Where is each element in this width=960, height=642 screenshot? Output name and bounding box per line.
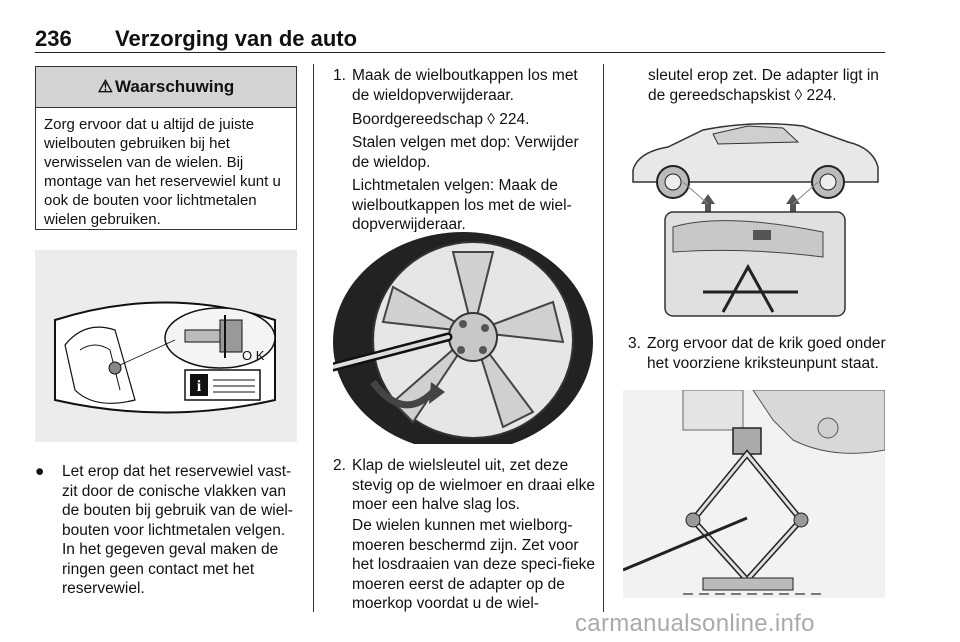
svg-text:i: i — [197, 378, 202, 395]
step-2-text: Klap de wielsleutel uit, zet deze stevig… — [352, 457, 595, 513]
step-1-number: 1. — [333, 67, 346, 84]
warning-header: ⚠ Waarschuwing — [36, 67, 296, 108]
step-3: 3. Zorg ervoor dat de krik goed onder he… — [628, 334, 890, 373]
page-title: Verzorging van de auto — [115, 26, 358, 51]
step-1-reference: Boordgereedschap ◊ 224. — [352, 111, 530, 128]
warning-text: Zorg ervoor dat u altijd de juiste wielb… — [44, 116, 281, 228]
step-1-alloy-rims: Lichtmetalen velgen: Maak de wielboutkap… — [352, 177, 572, 233]
vehicle-jacking-drawing — [632, 123, 879, 317]
step-1: 1. Maak de wielboutkappen los met de wie… — [333, 66, 595, 105]
continued-text: sleutel erop zet. De adapter ligt in de … — [648, 67, 879, 104]
step-1-text: Maak de wielboutkappen los met de wieldo… — [352, 67, 578, 104]
vehicle-jacking-points-illustration — [623, 112, 885, 318]
column-divider — [603, 64, 604, 612]
step-1-steel-rims: Stalen velgen met dop: Verwijder de wiel… — [352, 134, 579, 171]
bullet-text: Let erop dat het reservewiel vast-zit do… — [62, 463, 293, 597]
bullet-symbol: ● — [35, 463, 45, 480]
step-3-text: Zorg ervoor dat de krik goed onder het v… — [647, 335, 886, 372]
ok-label: O K — [242, 348, 265, 363]
jack-placement-illustration — [622, 389, 886, 598]
step-2-number: 2. — [333, 457, 346, 474]
warning-title: Waarschuwing — [114, 77, 235, 96]
wheel-bolt-illustration: i O K — [35, 250, 297, 442]
page-number: 236 — [35, 26, 72, 51]
alloy-wheel-drawing — [328, 232, 593, 452]
alloy-wheel-illustration — [328, 232, 595, 452]
page-header: 236 Verzorging van de auto — [35, 26, 885, 53]
warning-box: ⚠ Waarschuwing Zorg ervoor dat u altijd … — [35, 66, 297, 230]
watermark: carmanualsonline.info — [575, 610, 815, 637]
step-3-number: 3. — [628, 335, 641, 352]
bullet-paragraph: ● Let erop dat het reservewiel vast-zit … — [35, 462, 299, 599]
column-divider — [313, 64, 314, 612]
warning-triangle-icon: ⚠ — [97, 77, 113, 96]
jack-placement-drawing — [622, 389, 886, 595]
step-2-locking-nuts: De wielen kunnen met wielborg-moeren bes… — [352, 517, 595, 612]
step-2: 2. Klap de wielsleutel uit, zet deze ste… — [333, 456, 595, 515]
wheel-bolt-drawing: i O K — [54, 301, 276, 414]
